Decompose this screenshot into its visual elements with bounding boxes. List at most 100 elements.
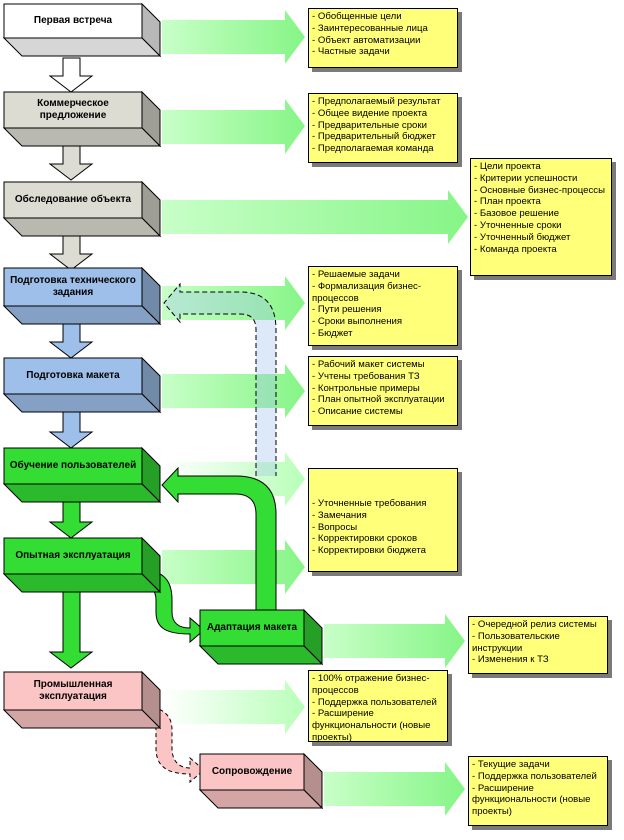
note-item: - Бюджет — [312, 327, 353, 339]
flow-arrow-6-7 — [48, 499, 94, 539]
flow-arrow-1-2 — [48, 57, 94, 93]
note-item: - Формализация бизнес-процессов — [312, 280, 422, 304]
note-item: - Замечания — [312, 509, 367, 521]
output-arrow-5 — [162, 364, 305, 418]
note-item: - Цели проекта — [474, 161, 541, 172]
note-item: - Предполагаемый результат — [312, 96, 441, 107]
note-object-survey: - Цели проекта - Критерии успешности - О… — [470, 158, 612, 276]
box-bottom-face — [2, 393, 162, 413]
output-arrows — [162, 10, 468, 816]
note-item: - Расширение функциональности (новые про… — [472, 782, 591, 818]
box-front-face — [199, 753, 305, 791]
note-item: - Поддержка пользователей — [472, 770, 597, 782]
note-item: - Учтены требования ТЗ — [312, 370, 420, 382]
flow-arrow-2-3 — [48, 145, 94, 181]
stage-label-first-meeting: Первая встреча — [33, 15, 113, 26]
note-item: - Корректировки бюджета — [312, 545, 426, 557]
box-bottom-face — [2, 127, 162, 147]
box-front-face — [3, 537, 143, 575]
box-front-face — [3, 267, 143, 307]
output-arrow-2 — [162, 99, 305, 154]
output-arrow-4 — [162, 276, 305, 330]
output-arrow-9 — [162, 680, 305, 734]
flow-arrow-4-5 — [48, 321, 94, 359]
output-arrow-10 — [324, 762, 465, 816]
note-item: - Заинтересованные лица — [312, 22, 428, 34]
note-item: - Контрольные примеры — [312, 382, 420, 394]
box-bottom-face — [198, 789, 324, 809]
stage-label-user-training: Обучение пользователей — [9, 460, 137, 471]
note-item: - Решаемые задачи — [312, 269, 400, 280]
output-arrow-8 — [324, 614, 465, 668]
note-item: - План опытной эксплуатации — [312, 394, 445, 406]
note-item: - Предварительный бюджет — [312, 131, 436, 143]
note-item: - Уточненные сроки — [474, 219, 562, 231]
stage-box-support — [198, 752, 324, 810]
feedback-arrow-to-training — [161, 466, 277, 613]
note-item: - Вопросы — [312, 521, 358, 533]
box-front-face — [3, 91, 143, 129]
note-support: - Текущие задачи - Поддержка пользовател… — [468, 756, 608, 826]
stage-box-first-meeting — [2, 2, 162, 58]
stage-box-user-training — [2, 446, 162, 504]
box-bottom-face — [2, 37, 162, 57]
output-arrow-7 — [162, 540, 305, 594]
note-item: - Общее видение проекта — [312, 107, 428, 119]
box-front-face — [3, 3, 143, 39]
box-front-face — [199, 609, 305, 647]
box-front-face — [3, 671, 143, 711]
note-first-meeting: - Обобщенные цели - Заинтересованные лиц… — [308, 8, 458, 68]
note-item: - Частные задачи — [312, 46, 390, 58]
note-item: - Уточненный бюджет — [474, 231, 571, 243]
note-tz-preparation: - Решаемые задачи - Формализация бизнес-… — [308, 266, 458, 346]
note-item: - Расширение функциональности (новые про… — [312, 708, 431, 743]
stage-label-tz-preparation: Подготовка технического задания — [10, 275, 136, 298]
stage-boxes — [2, 2, 324, 810]
note-item: - Объект автоматизации — [312, 34, 421, 46]
box-bottom-face — [198, 645, 324, 665]
note-item: - 100% отражение бизнес-процессов — [312, 673, 430, 696]
note-item: - Команда проекта — [474, 243, 557, 255]
note-layout-adaptation: - Очередной релиз системы - Пользователь… — [468, 616, 608, 674]
note-item: - Сроки выполнения — [312, 316, 403, 328]
note-item: - Описание системы — [312, 406, 403, 418]
output-arrow-3 — [162, 190, 468, 244]
note-item: - Пути решения — [312, 304, 382, 316]
note-item: - Текущие задачи — [472, 759, 550, 770]
stage-box-tz-preparation — [2, 266, 162, 326]
stage-box-commercial-offer — [2, 90, 162, 148]
note-item: - Обобщенные цели — [312, 11, 402, 22]
stage-box-layout-adaptation — [198, 608, 324, 666]
note-item: - Предполагаемая команда — [312, 143, 434, 155]
note-item: - Уточненные требования — [312, 498, 427, 509]
box-front-face — [3, 447, 143, 485]
dashed-feedback-to-tz — [163, 282, 277, 476]
note-item: - Поддержка пользователей — [312, 696, 437, 708]
stage-box-trial-operation — [2, 536, 162, 594]
stage-label-commercial-offer: Коммерческое предложение — [37, 98, 109, 121]
note-trial-operation: - Уточненные требования - Замечания - Во… — [308, 468, 458, 572]
flow-arrows — [48, 57, 94, 669]
flow-arrow-7-9 — [48, 587, 94, 669]
stage-label-layout-adaptation: Адаптация макета — [206, 622, 298, 633]
box-bottom-face — [2, 217, 162, 237]
note-layout-preparation: - Рабочий макет системы - Учтены требова… — [308, 356, 458, 426]
flow-arrow-3-4 — [48, 235, 94, 271]
note-item: - Базовое решение — [474, 208, 560, 220]
note-item: - Очередной релиз системы — [472, 619, 597, 630]
stage-box-object-survey — [2, 180, 162, 238]
box-front-face — [3, 357, 143, 395]
note-item: - Изменения к ТЗ — [472, 654, 549, 666]
stage-box-industrial-operation — [2, 670, 162, 730]
box-bottom-face — [2, 305, 162, 325]
stage-label-trial-operation: Опытная эксплуатация — [15, 550, 131, 561]
box-bottom-face — [2, 573, 162, 593]
note-item: - План проекта — [474, 196, 541, 208]
stage-box-layout-preparation — [2, 356, 162, 414]
flow-arrow-5-6 — [48, 409, 94, 449]
note-item: - Рабочий макет системы — [312, 359, 425, 370]
stage-label-layout-preparation: Подготовка макета — [26, 370, 120, 381]
note-item: - Критерии успешности — [474, 172, 578, 184]
note-item: - Корректировки сроков — [312, 533, 418, 545]
